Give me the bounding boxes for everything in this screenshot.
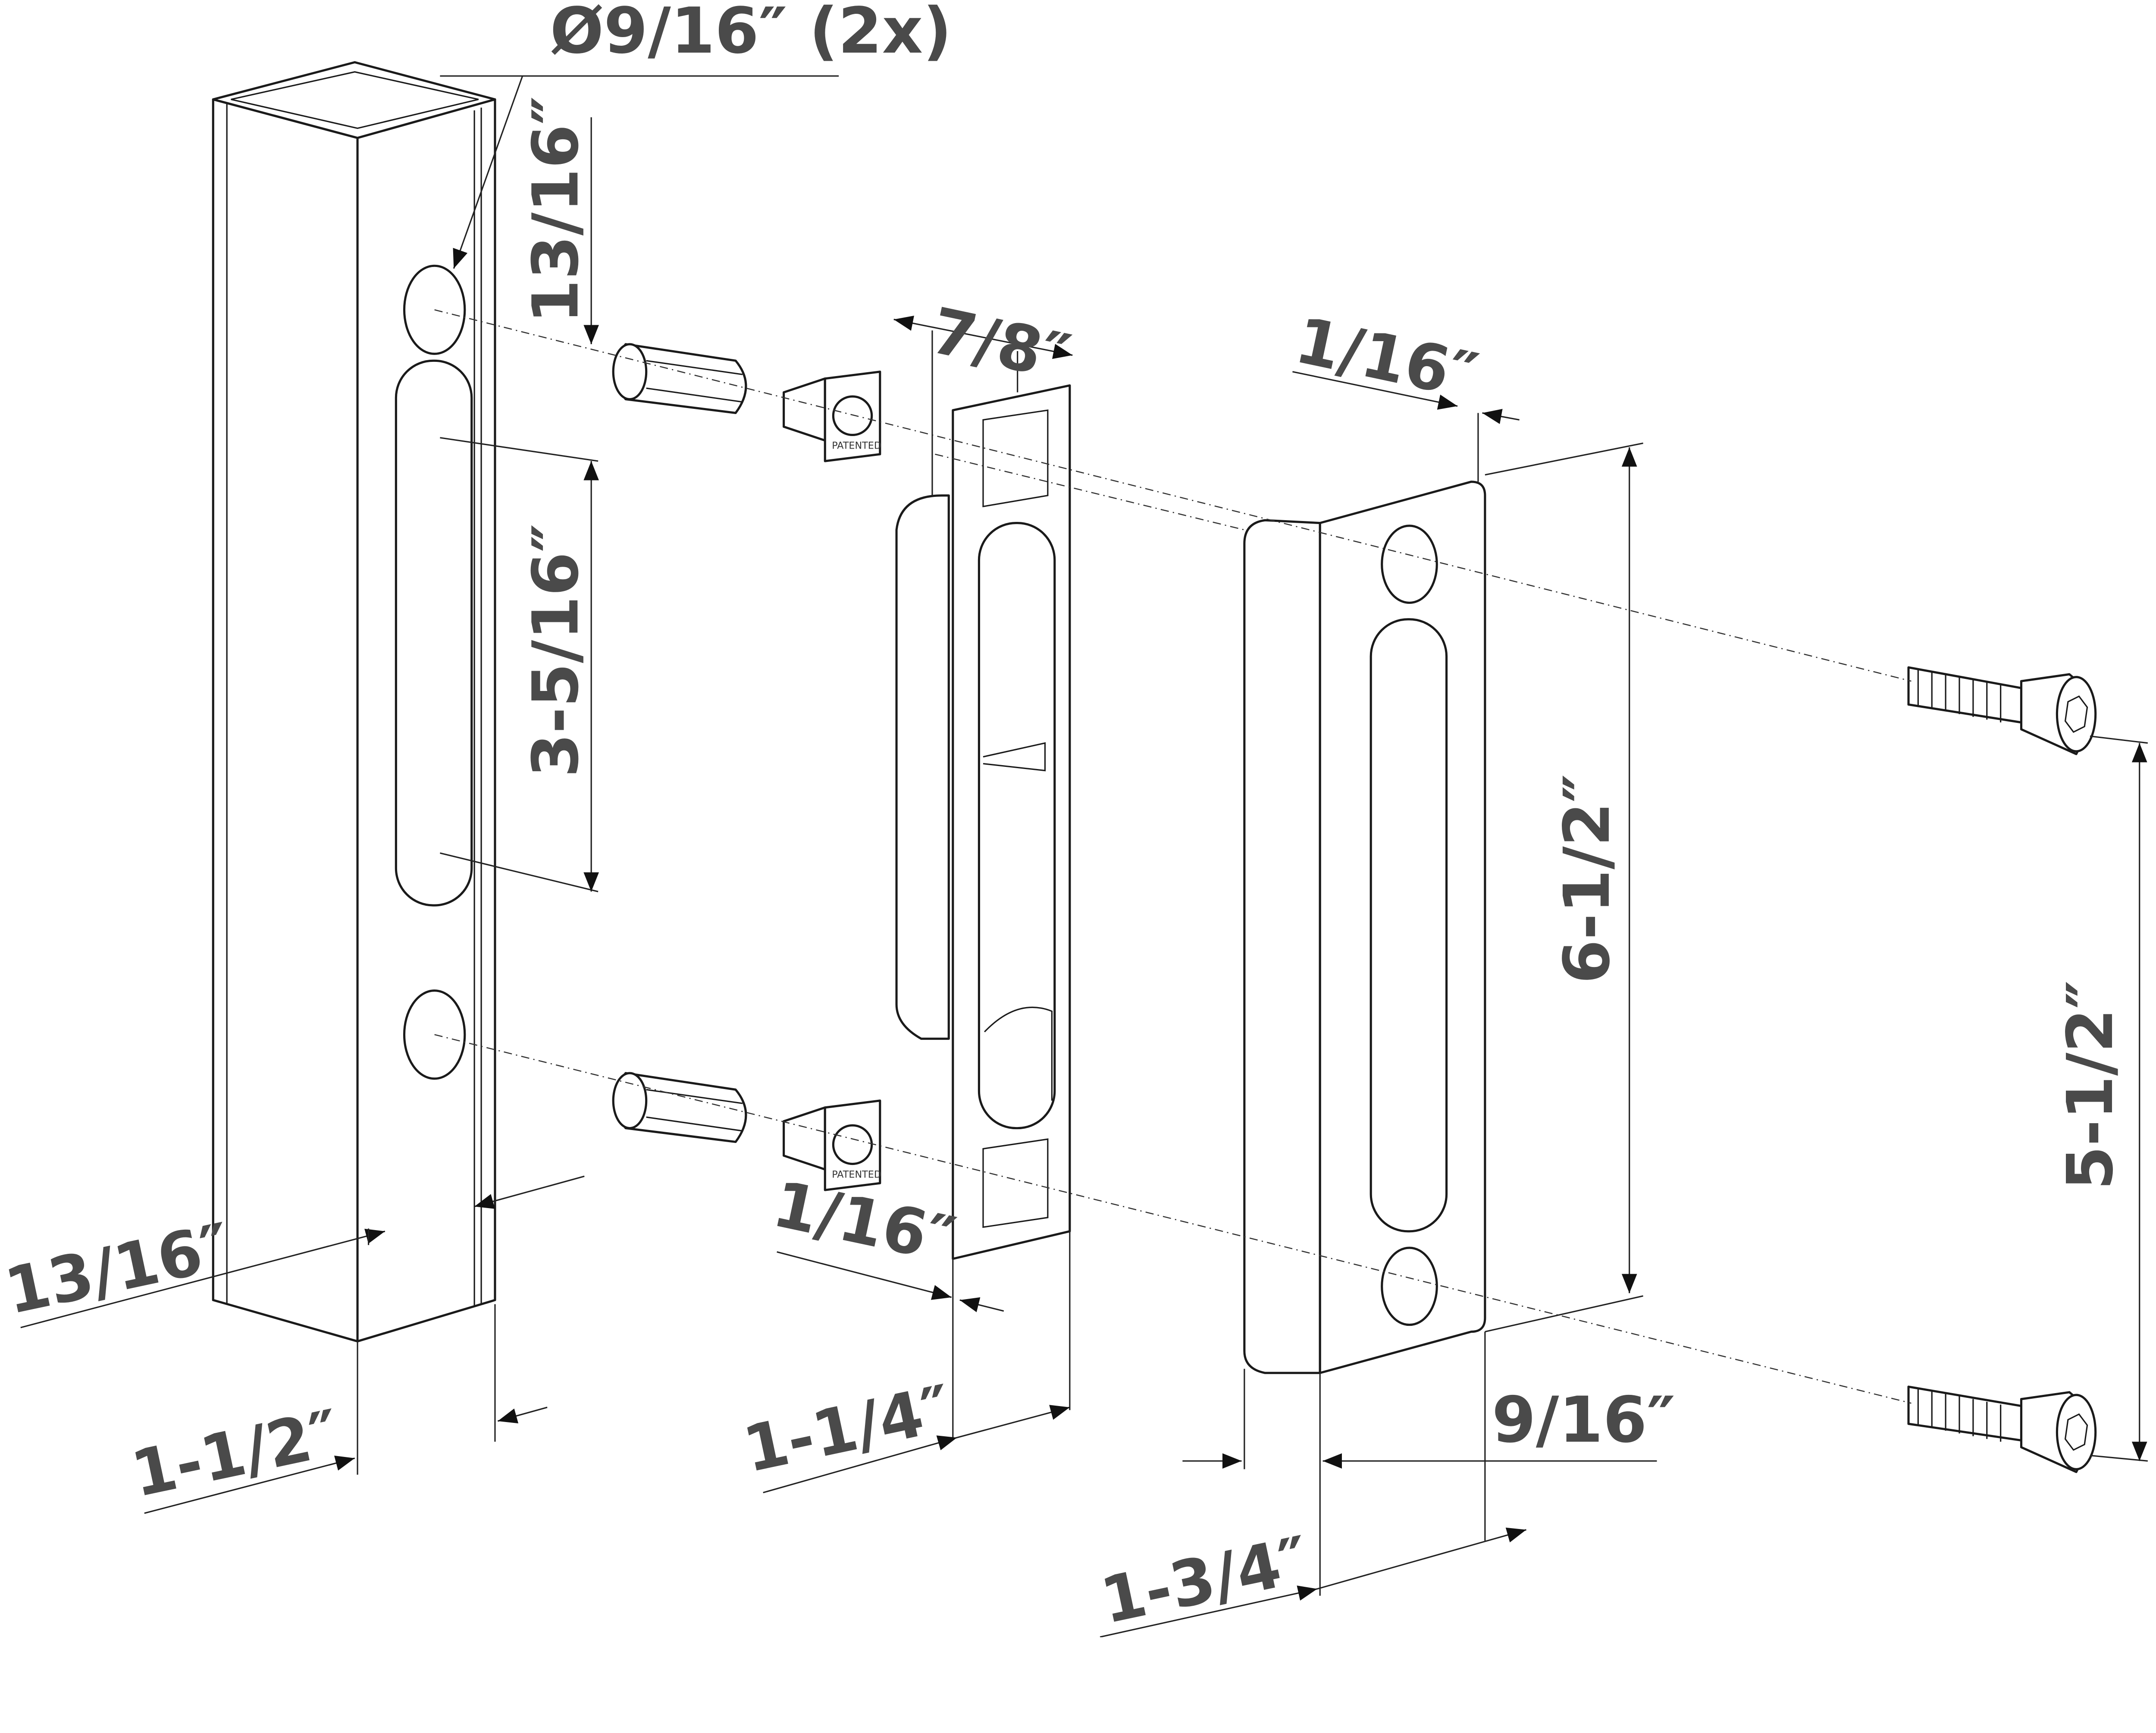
strike-plate — [895, 384, 1071, 1260]
strike-keeper-technical-drawing: PATENTED PATENTED — [0, 0, 2148, 1638]
label-slot-length: 3-5/16″ — [519, 524, 592, 777]
label-keeper-thickness: 1/16″ — [1289, 303, 1484, 414]
screw-bottom — [1907, 1385, 2097, 1473]
cap-bottom: PATENTED — [783, 1099, 881, 1191]
screw-top — [1907, 666, 2097, 755]
post-slot — [395, 359, 473, 907]
cap-top: PATENTED — [783, 370, 881, 462]
label-post-width: 1-1/2″ — [125, 1396, 346, 1511]
label-hole-diameter: Ø9/16″ (2x) — [550, 0, 952, 68]
label-keeper-lip: 9/16″ — [1492, 1383, 1675, 1457]
label-keeper-height: 6-1/2″ — [1550, 774, 1624, 984]
bushing-bottom — [612, 1072, 747, 1143]
keeper-plate — [1243, 480, 1486, 1374]
patented-marking: PATENTED — [832, 440, 881, 451]
patented-marking: PATENTED — [832, 1169, 881, 1180]
label-strike-width: 7/8″ — [925, 294, 1077, 395]
label-screw-spacing: 5-1/2″ — [2053, 980, 2127, 1190]
bushing-top — [612, 343, 747, 414]
square-post — [212, 61, 496, 1343]
label-keeper-width: 1-3/4″ — [1095, 1522, 1315, 1637]
dimension-lines — [20, 75, 2148, 1638]
label-post-slot-offset: 13/16″ — [0, 1209, 237, 1328]
center-lines — [434, 309, 1912, 1404]
label-hole-offset: 13/16″ — [519, 96, 592, 323]
